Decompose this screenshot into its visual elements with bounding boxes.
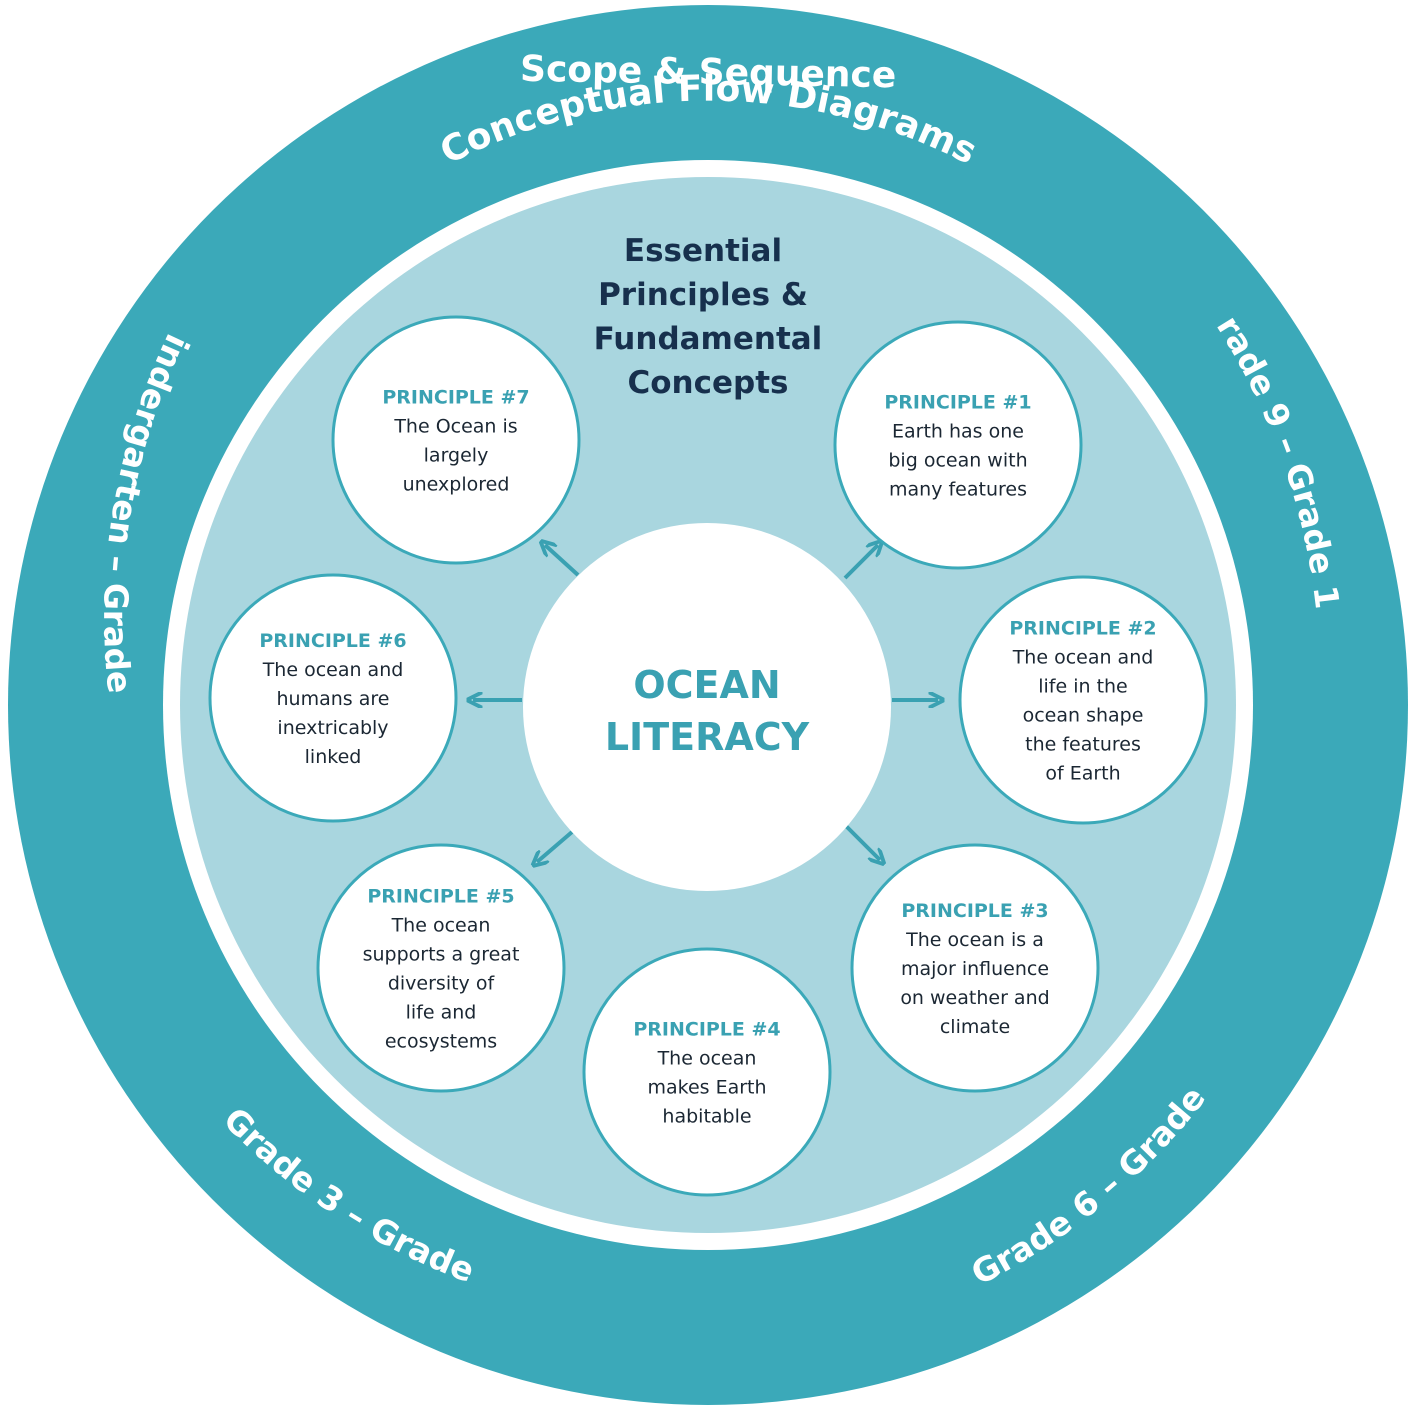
essential-heading-line: Fundamental (594, 321, 823, 357)
principle-description-line: linked (305, 746, 362, 768)
principle-circle (582, 947, 832, 1197)
principle-description-line: unexplored (403, 474, 510, 496)
principle-circle (958, 575, 1208, 825)
principle-title: PRINCIPLE #6 (259, 630, 406, 652)
principle-title: PRINCIPLE #3 (901, 900, 1048, 922)
principle-description-line: big ocean with (888, 450, 1027, 472)
principle-description-line: life and (406, 1002, 477, 1024)
title-line1: Scope & Sequence (520, 49, 897, 97)
principle-description-line: The ocean is a (905, 929, 1044, 951)
principle-circle (833, 320, 1083, 570)
principle-description-line: major influence (901, 958, 1049, 980)
principle-1: PRINCIPLE #1 Earth has one big ocean with m… (833, 320, 1083, 570)
principle-4: PRINCIPLE #4 The ocean makes Earth habitabl… (582, 947, 832, 1197)
center-title-line: LITERACY (605, 715, 810, 759)
principle-title: PRINCIPLE #2 (1009, 618, 1156, 640)
arrows (473, 545, 938, 862)
principle-circle (850, 843, 1100, 1093)
principle-5: PRINCIPLE #5 The ocean supports a great div… (316, 843, 566, 1093)
principle-description-line: humans are (277, 688, 390, 710)
principle-description-line: The ocean (391, 915, 491, 937)
principle-description-line: The ocean (657, 1048, 757, 1070)
essential-heading-line: Essential (624, 233, 782, 269)
principle-description-line: The Ocean is (393, 416, 517, 438)
principle-description-line: habitable (662, 1106, 751, 1128)
principle-description-line: life in the (1038, 676, 1128, 698)
principle-circle (316, 843, 566, 1093)
principle-circle (331, 315, 581, 565)
essential-heading-line: Concepts (628, 365, 789, 401)
principle-description-line: of Earth (1045, 763, 1120, 785)
arrow-to-principle-5 (537, 830, 574, 862)
principle-description-line: supports a great (363, 944, 520, 966)
arrow-to-principle-7 (545, 545, 580, 577)
principle-7: PRINCIPLE #7 The Ocean is largely unexplore… (331, 315, 581, 565)
center-title-line: OCEAN (633, 663, 780, 707)
principle-description-line: inextricably (277, 717, 388, 739)
principle-description-line: climate (940, 1016, 1010, 1038)
principle-description-line: makes Earth (647, 1077, 766, 1099)
principle-3: PRINCIPLE #3 The ocean is a major influenc… (850, 843, 1100, 1093)
principle-title: PRINCIPLE #1 (884, 392, 1031, 414)
principle-description-line: Earth has one (892, 421, 1024, 443)
arrow-to-principle-1 (843, 545, 878, 580)
essential-heading-line: Principles & (598, 277, 808, 313)
principle-description-line: diversity of (388, 973, 496, 995)
arrow-to-principle-3 (844, 824, 880, 860)
principle-description-line: The ocean and (262, 659, 404, 681)
principle-title: PRINCIPLE #4 (633, 1019, 780, 1041)
principle-circles: PRINCIPLE #1 Earth has one big ocean with m… (208, 315, 1208, 1197)
center-circle (523, 523, 891, 891)
principle-description-line: the features (1025, 734, 1141, 756)
principle-6: PRINCIPLE #6 The ocean and humans are inext… (208, 573, 458, 823)
essential-heading: Essential Principles & Fundamental Conce… (594, 233, 823, 401)
principle-2: PRINCIPLE #2 The ocean and life in the ocea… (958, 575, 1208, 825)
principle-description-line: largely (424, 445, 489, 467)
principle-title: PRINCIPLE #7 (382, 387, 529, 409)
principle-description-line: The ocean and (1012, 647, 1154, 669)
principle-description-line: ocean shape (1023, 705, 1144, 727)
principle-description-line: ecosystems (385, 1031, 497, 1053)
principle-description-line: on weather and (900, 987, 1049, 1009)
principle-title: PRINCIPLE #5 (367, 886, 514, 908)
principle-circle (208, 573, 458, 823)
principle-description-line: many features (889, 479, 1027, 501)
